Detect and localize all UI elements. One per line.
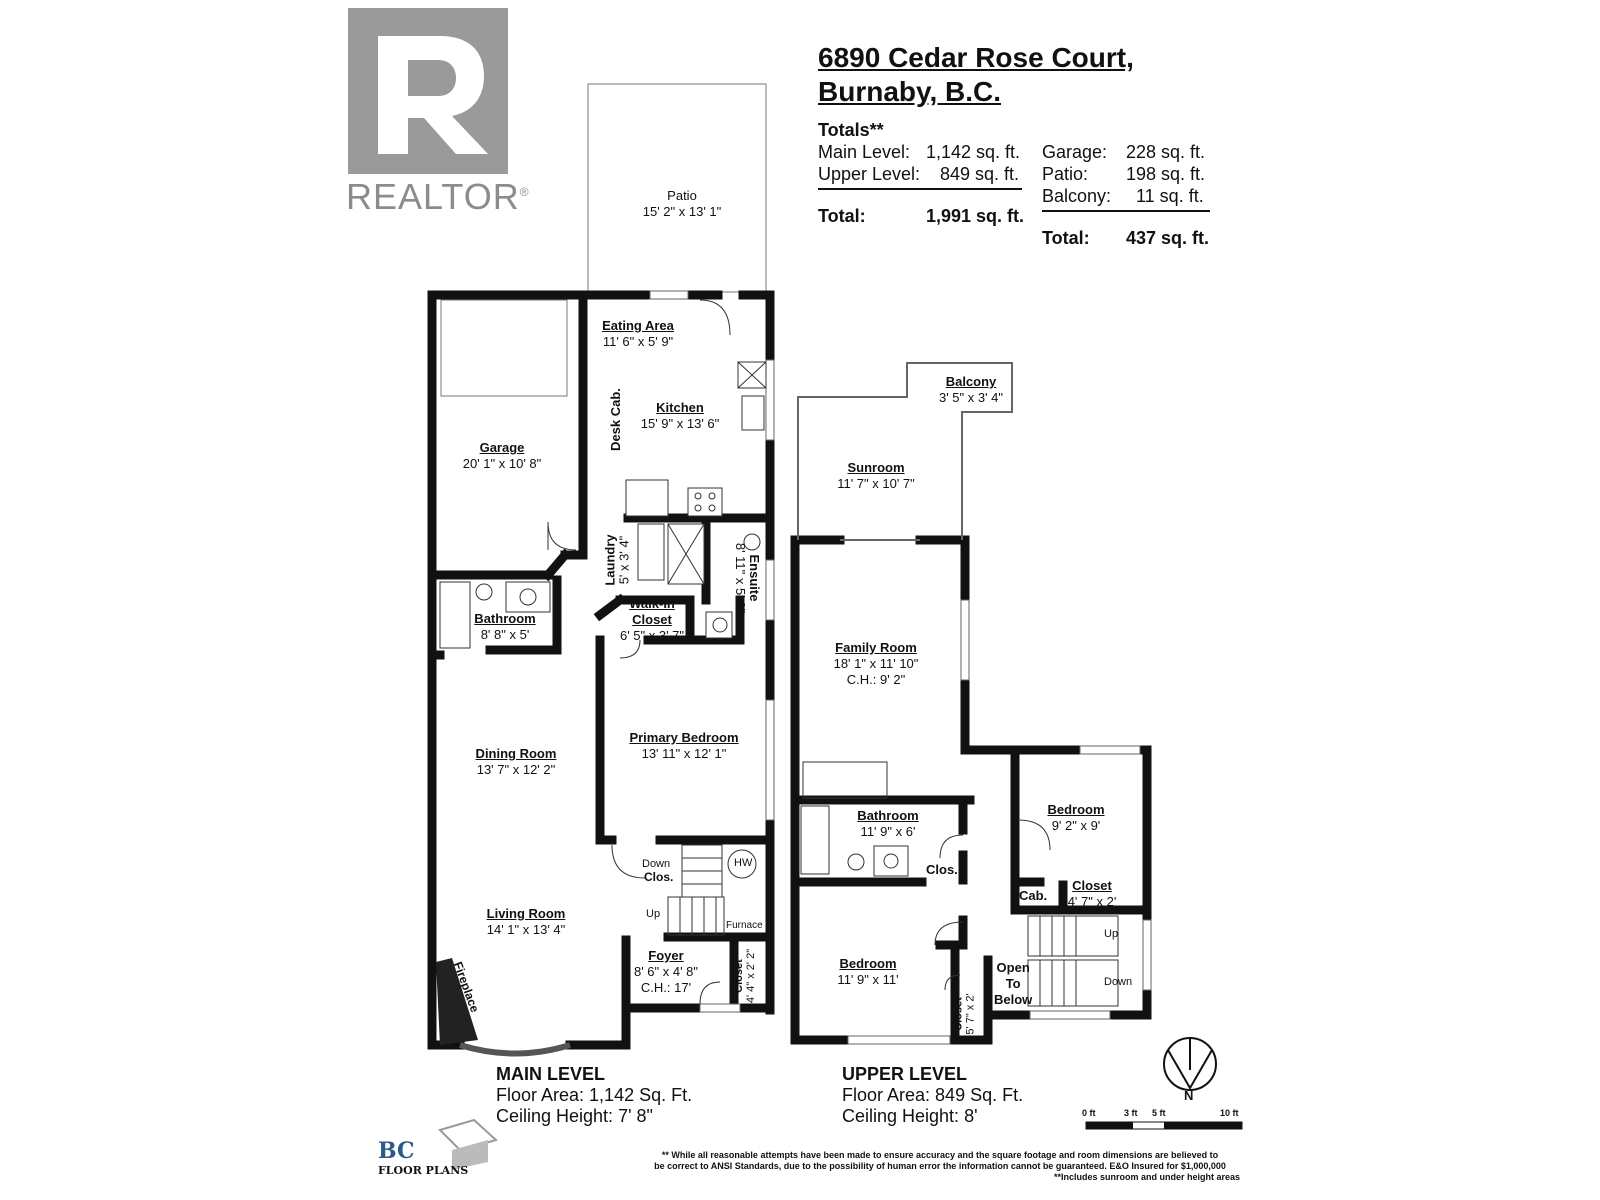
- stairs-up-label: Up: [646, 908, 661, 920]
- totals-rule-right: [1042, 210, 1210, 212]
- totals-rule-left: [818, 188, 1022, 190]
- compass-north-label: N: [1184, 1088, 1194, 1103]
- garage-label: Garage:: [1042, 142, 1108, 162]
- upper-level-caption: UPPER LEVEL Floor Area: 849 Sq. Ft. Ceil…: [842, 1064, 1024, 1126]
- total-value: 1,991 sq. ft.: [926, 206, 1025, 226]
- scale-bar: [1085, 1121, 1243, 1130]
- main-level-caption: MAIN LEVEL Floor Area: 1,142 Sq. Ft. Cei…: [496, 1064, 693, 1126]
- cab-label-upper: Cab.: [1019, 888, 1048, 903]
- address-line-2: Burnaby, B.C.: [818, 76, 1002, 107]
- stairs-down-label-upper: Down: [1104, 976, 1133, 988]
- bc-floor-plans-brand: BC FLOOR PLANS: [378, 1138, 469, 1177]
- realtor-wordmark: REALTOR®: [346, 176, 530, 217]
- ext-total-label: Total:: [1042, 228, 1090, 248]
- stairs-up-label-upper: Up: [1104, 928, 1119, 940]
- scale-tick-10: 10 ft: [1220, 1108, 1239, 1118]
- scale-tick-0: 0 ft: [1082, 1108, 1096, 1118]
- totals-heading: Totals**: [818, 120, 884, 140]
- upper-level-label: Upper Level:: [818, 164, 921, 184]
- main-level-value: 1,142 sq. ft.: [926, 142, 1021, 162]
- upper-level-value: 849 sq. ft.: [940, 164, 1020, 184]
- furnace-label: Furnace: [726, 920, 763, 931]
- balcony-value: 11 sq. ft.: [1136, 186, 1204, 206]
- scale-tick-3: 3 ft: [1124, 1108, 1138, 1118]
- main-level-label: Main Level:: [818, 142, 911, 162]
- disclaimer: ** While all reasonable attempts have be…: [654, 1150, 1240, 1182]
- realtor-logo-mark: [348, 8, 508, 174]
- patio-value: 198 sq. ft.: [1126, 164, 1206, 184]
- balcony-label: Balcony:: [1042, 186, 1112, 206]
- stairs-down-label: Down: [642, 858, 671, 870]
- garage-value: 228 sq. ft.: [1126, 142, 1206, 162]
- r-letter-icon: [378, 36, 488, 154]
- address-line-1: 6890 Cedar Rose Court,: [818, 42, 1134, 73]
- patio-label: Patio:: [1042, 164, 1089, 184]
- hw-label: HW: [734, 857, 753, 869]
- scale-tick-5: 5 ft: [1152, 1108, 1166, 1118]
- compass-icon: [1163, 1037, 1217, 1091]
- ext-total-value: 437 sq. ft.: [1126, 228, 1210, 248]
- total-label: Total:: [818, 206, 866, 226]
- clos-label-upper: Clos.: [926, 862, 958, 877]
- bc-floor-plans-icon: [438, 1118, 499, 1170]
- clos-label-main: Clos.: [644, 870, 674, 884]
- desk-cab-label: Desk Cab.: [607, 388, 623, 451]
